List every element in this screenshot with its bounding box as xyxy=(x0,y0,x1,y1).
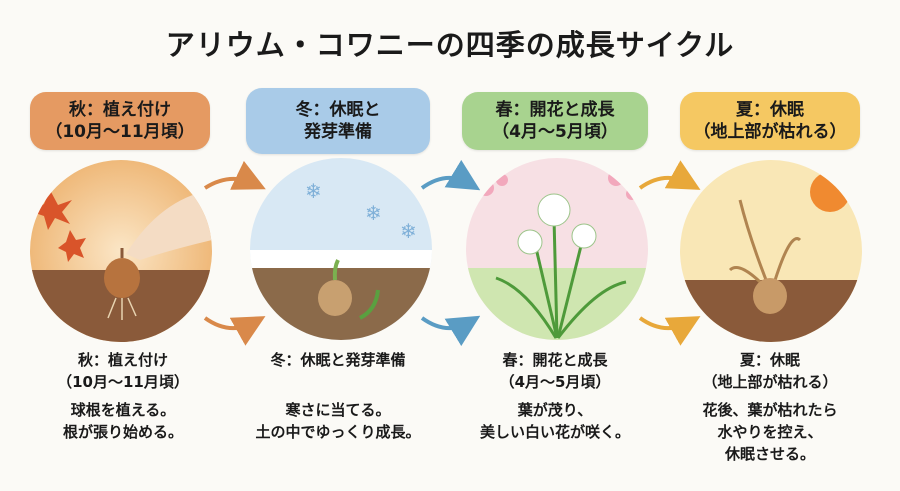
header-line: （地上部が枯れる） xyxy=(693,122,847,142)
header-line: （10月〜11月頃） xyxy=(45,122,195,142)
allium-flower-icon xyxy=(517,193,597,255)
header-line: 発芽準備 xyxy=(304,122,372,142)
caption-period: （10月〜11月頃） xyxy=(57,373,189,391)
stage-header-spring: 春：開花と成長 （4月〜5月頃） xyxy=(462,92,648,150)
header-line: 春：開花と成長 xyxy=(495,100,615,120)
header-line: 冬：休眠と xyxy=(295,100,381,120)
header-line: 夏：休眠 xyxy=(736,100,804,120)
caption-title: 冬：休眠と発芽準備 xyxy=(270,351,406,369)
svg-text:❄: ❄ xyxy=(400,219,417,243)
snowflake-icon: ❄ ❄ ❄ xyxy=(305,179,417,243)
caption-period: （4月〜5月頃） xyxy=(499,373,611,391)
arrow-spring-to-summer-top xyxy=(638,160,701,190)
caption-title: 夏：休眠 xyxy=(739,351,800,369)
stage-header-winter: 冬：休眠と 発芽準備 xyxy=(246,88,430,154)
caption-text: 花後、葉が枯れたら xyxy=(702,401,838,419)
caption-text: 葉が茂り、 xyxy=(517,401,593,419)
svg-text:❄: ❄ xyxy=(305,179,322,203)
caption-text: 寒さに当てる。 xyxy=(285,401,391,419)
caption-text: 美しい白い花が咲く。 xyxy=(479,423,630,441)
caption-text: 土の中でゆっくり成長。 xyxy=(255,423,421,441)
arrow-spring-to-summer-bottom xyxy=(638,316,701,346)
caption-text: 球根を植える。 xyxy=(70,401,176,419)
growth-arrow-icon xyxy=(359,289,380,320)
header-line: 秋：植え付け xyxy=(69,100,171,120)
caption-period: （地上部が枯れる） xyxy=(702,373,838,391)
stage-caption-summer: 夏：休眠 （地上部が枯れる） 花後、葉が枯れたら 水やりを控え、 休眠させる。 xyxy=(670,349,870,465)
caption-text: 根が張り始める。 xyxy=(62,423,183,441)
caption-text: 休眠させる。 xyxy=(724,445,815,463)
summer-illustration xyxy=(680,160,862,342)
arrow-autumn-to-winter-bottom xyxy=(203,316,266,346)
stage-caption-spring: 春：開花と成長 （4月〜5月頃） 葉が茂り、 美しい白い花が咲く。 xyxy=(455,349,655,443)
page-title: アリウム・コワニーの四季の成長サイクル xyxy=(165,28,735,62)
stage-caption-autumn: 秋：植え付け （10月〜11月頃） 球根を植える。 根が張り始める。 xyxy=(23,349,223,443)
arrow-autumn-to-winter-top xyxy=(203,160,266,190)
caption-title: 春：開花と成長 xyxy=(502,351,608,369)
arrow-winter-to-spring-bottom xyxy=(420,315,481,347)
header-line: （4月〜5月頃） xyxy=(492,122,618,142)
caption-text: 水やりを控え、 xyxy=(717,423,823,441)
stage-header-summer: 夏：休眠 （地上部が枯れる） xyxy=(680,92,860,150)
winter-illustration: ❄ ❄ ❄ xyxy=(250,158,432,340)
stage-header-autumn: 秋：植え付け （10月〜11月頃） xyxy=(30,92,210,150)
caption-title: 秋：植え付け xyxy=(77,351,168,369)
svg-text:❄: ❄ xyxy=(365,201,382,225)
maple-leaf-icon xyxy=(32,190,86,262)
autumn-illustration xyxy=(30,160,212,342)
stage-caption-winter: 冬：休眠と発芽準備 寒さに当てる。 土の中でゆっくり成長。 xyxy=(238,349,438,443)
arrow-winter-to-spring-top xyxy=(420,159,481,191)
